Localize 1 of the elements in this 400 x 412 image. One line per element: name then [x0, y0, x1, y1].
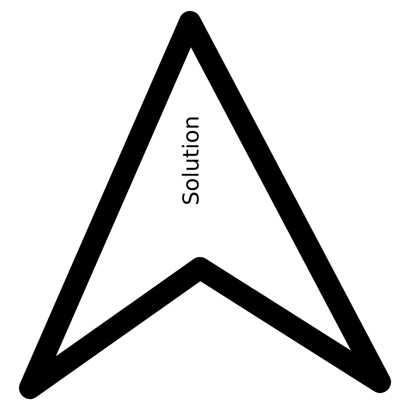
- node-label: Solution: [179, 115, 204, 205]
